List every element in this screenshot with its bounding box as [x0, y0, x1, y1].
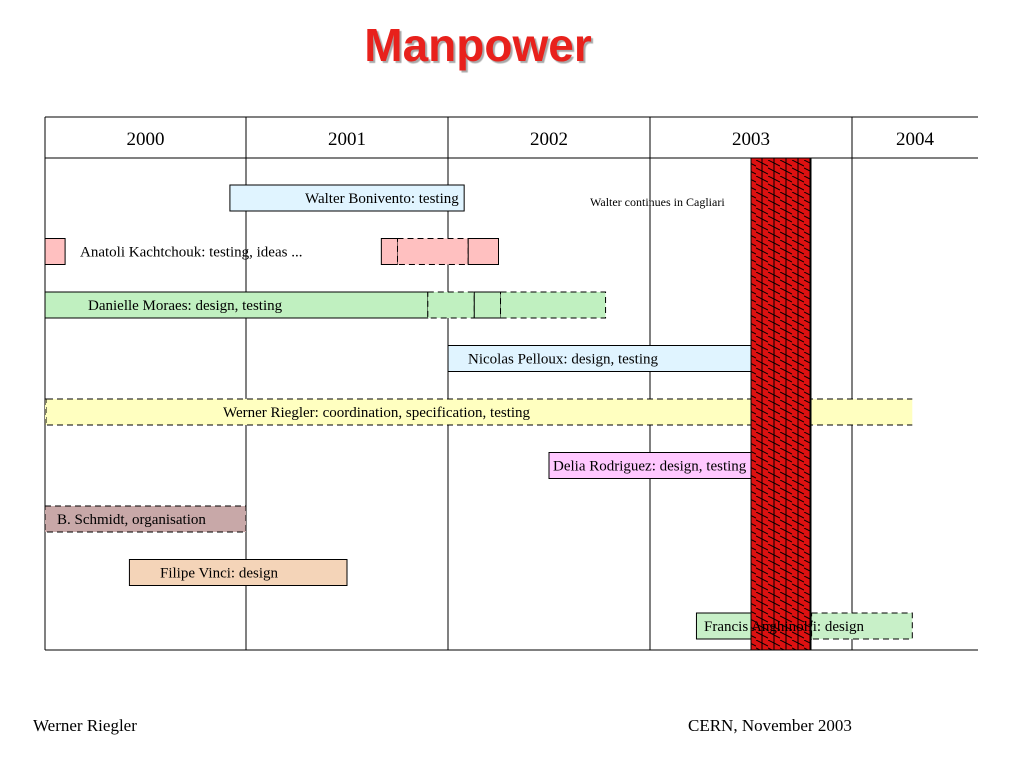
nicolas-bar-segment-0 — [447, 345, 752, 372]
page-title: Manpower — [364, 19, 592, 71]
anatoli-bar-segment-1 — [380, 238, 398, 265]
year-header-2002: 2002 — [530, 129, 568, 150]
danielle-bar-segment-1 — [427, 291, 475, 319]
anatoli-bar-segment-0 — [44, 238, 66, 265]
schmidt-bar-label: B. Schmidt, organisation — [57, 512, 206, 528]
walter-bar-segment-0 — [229, 184, 465, 212]
year-header-2001: 2001 — [328, 129, 366, 150]
nicolas-bar-label: Nicolas Pelloux: design, testing — [468, 352, 658, 368]
anatoli-bar-segment-3 — [467, 238, 500, 265]
werner-bar-segment-0 — [44, 398, 48, 426]
year-header-2003: 2003 — [732, 129, 770, 150]
footer-venue: CERN, November 2003 — [688, 716, 852, 735]
walter-note: Walter continues in Cagliari — [590, 195, 725, 209]
anatoli-bar-label: Anatoli Kachtchouk: testing, ideas ... — [80, 245, 302, 261]
filipe-bar-label: Filipe Vinci: design — [160, 566, 278, 582]
delia-bar-label: Delia Rodriguez: design, testing — [553, 459, 747, 475]
schmidt-bar-segment-0 — [44, 505, 247, 533]
danielle-bar-segment-2 — [473, 291, 502, 319]
danielle-bar-label: Danielle Moraes: design, testing — [88, 298, 283, 314]
filipe-bar-segment-0 — [128, 559, 348, 586]
red-band-2003 — [750, 157, 812, 651]
year-header-2000: 2000 — [127, 129, 165, 150]
danielle-bar-segment-3 — [500, 291, 607, 319]
anatoli-bar-segment-2 — [397, 238, 469, 265]
werner-bar-label: Werner Riegler: coordination, specificat… — [223, 405, 531, 421]
footer-author: Werner Riegler — [33, 716, 137, 735]
delia-bar-segment-0 — [548, 452, 752, 479]
year-header-2004: 2004 — [896, 129, 935, 150]
francis-bar-label: Francis Anghinolfi: design — [704, 619, 864, 635]
francis-bar-segment-1 — [811, 612, 913, 640]
walter-bar-label: Walter Bonivento: testing — [305, 191, 459, 207]
